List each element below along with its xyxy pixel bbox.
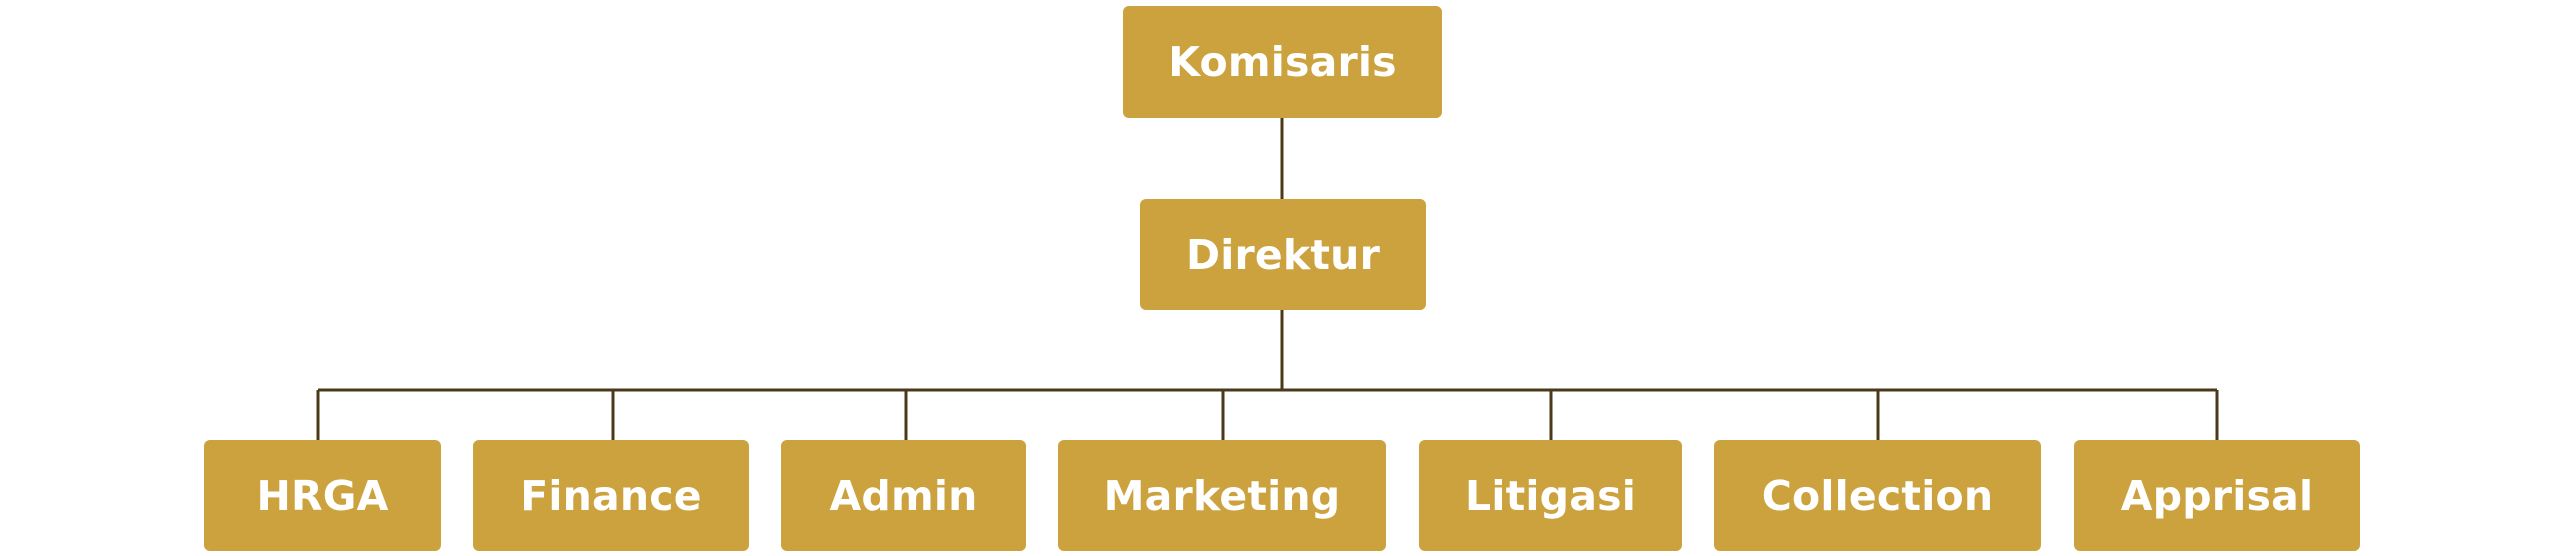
komisaris-box: Komisaris <box>1123 6 1442 118</box>
department-box-marketing: Marketing <box>1058 440 1386 551</box>
department-box-collection: Collection <box>1714 440 2041 551</box>
komisaris-label: Komisaris <box>1168 38 1397 86</box>
department-label: Admin <box>829 471 978 520</box>
department-label: Marketing <box>1103 471 1341 520</box>
department-box-admin: Admin <box>781 440 1026 551</box>
department-box-finance: Finance <box>473 440 749 551</box>
department-label: HRGA <box>256 471 389 520</box>
department-box-apprisal: Apprisal <box>2074 440 2360 551</box>
department-label: Apprisal <box>2120 471 2314 520</box>
connector-group <box>316 118 2219 441</box>
department-label: Finance <box>520 471 702 520</box>
direktur-label: Direktur <box>1186 230 1380 279</box>
department-box-litigasi: Litigasi <box>1419 440 1682 551</box>
department-label: Collection <box>1761 471 1994 520</box>
department-label: Litigasi <box>1465 471 1636 520</box>
direktur-box: Direktur <box>1140 199 1426 310</box>
department-box-hrga: HRGA <box>204 440 441 551</box>
